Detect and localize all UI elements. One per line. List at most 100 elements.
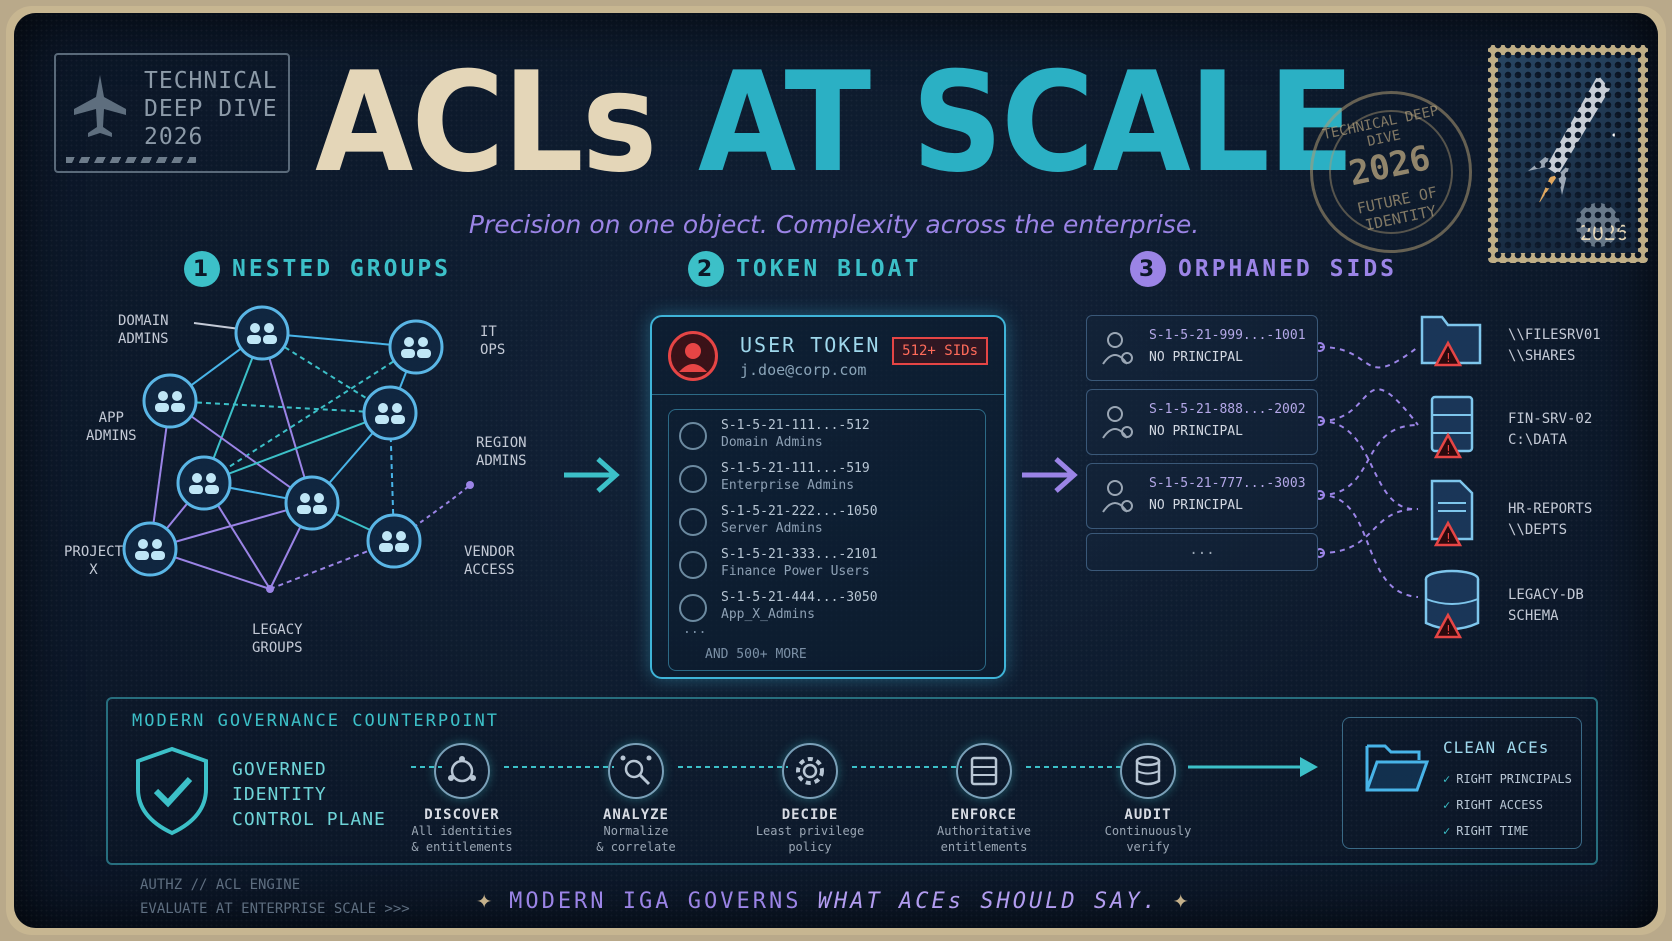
control-plane-line: IDENTITY	[232, 784, 327, 805]
user-unknown-icon	[1102, 480, 1133, 513]
resource-line: C:\DATA	[1508, 432, 1568, 448]
page-subtitle: Precision on one object. Complexity acro…	[468, 210, 1200, 239]
governance-title: MODERN GOVERNANCE COUNTERPOINT	[132, 711, 500, 731]
governance-panel: MODERN GOVERNANCE COUNTERPOINT GOVERNED …	[106, 697, 1598, 865]
step-decide: DECIDE Least privilege policy	[720, 743, 900, 855]
user-icon	[679, 594, 707, 622]
token-user: j.doe@corp.com	[740, 361, 867, 379]
footer-engine: AUTHZ // ACL ENGINE	[140, 877, 301, 893]
orphan-sid-row: S-1-5-21-777...-3003 NO PRINCIPAL	[1086, 463, 1318, 529]
user-unknown-icon	[1102, 406, 1133, 439]
user-icon	[679, 422, 707, 450]
title-at-scale: AT SCALE	[697, 42, 1355, 203]
user-token-panel: USER TOKEN j.doe@corp.com 512+ SIDs S-1-…	[650, 315, 1006, 679]
section-number-2: 2	[688, 251, 724, 287]
step-desc: entitlements	[940, 840, 1028, 854]
token-group: Server Admins	[721, 521, 823, 536]
resource-label: LEGACY-DB SCHEMA	[1508, 585, 1584, 627]
user-unknown-icon	[1102, 332, 1133, 365]
svg-text:!: !	[1446, 531, 1451, 545]
database-icon	[1120, 743, 1176, 799]
label-line: REGION	[476, 435, 527, 451]
svg-text:!: !	[1446, 623, 1451, 637]
label-project-x: PROJECT X	[64, 543, 123, 579]
token-more: AND 500+ MORE	[705, 647, 807, 662]
footer-motto: ✦ MODERN IGA GOVERNS WHAT ACEs SHOULD SAY…	[14, 885, 1654, 915]
step-title: AUDIT	[1124, 807, 1172, 823]
rocket-icon	[1516, 75, 1620, 247]
token-sid: S-1-5-21-222...-1050	[721, 504, 878, 519]
resource-line: \\FILESRV01	[1508, 327, 1601, 343]
folder-open-icon	[1365, 744, 1430, 792]
control-plane-line: GOVERNED	[232, 759, 327, 780]
badge-line-3: 2026	[144, 124, 204, 150]
label-line: ADMINS	[118, 331, 169, 347]
user-icon	[679, 551, 707, 579]
step-desc: Continuously	[1104, 824, 1192, 838]
badge-line-1: TECHNICAL	[144, 68, 278, 94]
label-vendor-access: VENDOR ACCESS	[464, 543, 515, 579]
resource-line: LEGACY-DB	[1508, 587, 1584, 603]
clean-aces-title: CLEAN ACEs	[1443, 738, 1550, 757]
orphan-sid: S-1-5-21-888...-2002	[1149, 402, 1306, 417]
orphan-sid-row: ...	[1086, 533, 1318, 571]
badge-line-2: DEEP DIVE	[144, 96, 278, 122]
label-line: ACCESS	[464, 562, 515, 578]
label-line: ADMINS	[86, 428, 137, 444]
sparkle-icon: ✦	[476, 885, 496, 915]
orphan-status: NO PRINCIPAL	[1149, 424, 1243, 439]
sids-count-badge: 512+ SIDs	[892, 337, 988, 365]
section-number-3: 3	[1130, 251, 1166, 287]
clean-item-label: RIGHT TIME	[1456, 824, 1529, 838]
check-icon: ✓	[1443, 824, 1451, 838]
orphan-sid: S-1-5-21-777...-3003	[1149, 476, 1306, 491]
pipeline-flow	[408, 757, 1318, 777]
step-desc: & entitlements	[411, 840, 513, 854]
token-group: Finance Power Users	[721, 564, 870, 579]
step-analyze: ANALYZE Normalize & correlate	[546, 743, 726, 855]
enforce-icon	[956, 743, 1012, 799]
orphan-ellipsis: ...	[1189, 542, 1215, 558]
label-line: OPS	[480, 342, 506, 358]
control-plane-line: CONTROL PLANE	[232, 809, 386, 830]
gear-icon	[782, 743, 838, 799]
user-avatar-icon	[668, 331, 718, 381]
resource-label: HR-REPORTS \\DEPTS	[1508, 499, 1592, 541]
label-line: ADMINS	[476, 453, 527, 469]
tech-badge: TECHNICAL DEEP DIVE 2026	[54, 53, 290, 173]
token-group: Enterprise Admins	[721, 478, 855, 493]
orphan-status: NO PRINCIPAL	[1149, 498, 1243, 513]
section-token-bloat: 2 TOKEN BLOAT	[688, 251, 921, 287]
folder-icon: !	[1420, 315, 1482, 367]
clean-item: ✓RIGHT ACCESS	[1443, 798, 1543, 812]
resource-line: SCHEMA	[1508, 608, 1559, 624]
sparkle-icon: ✦	[1172, 885, 1192, 915]
token-row: S-1-5-21-444...-3050 App_X_Admins	[669, 586, 985, 628]
clean-item: ✓ RIGHT TIME	[1443, 824, 1528, 838]
step-discover: DISCOVER All identities & entitlements	[372, 743, 552, 855]
label-region-admins: REGION ADMINS	[476, 434, 527, 470]
step-desc: verify	[1126, 840, 1170, 854]
postage-stamp: 2026	[1488, 45, 1648, 263]
token-row: S-1-5-21-111...-519 Enterprise Admins	[669, 457, 985, 499]
step-desc: Least privilege	[755, 824, 865, 838]
label-app-admins: APP ADMINS	[86, 409, 137, 445]
page-title: ACLs AT SCALE	[80, 53, 1589, 193]
svg-text:!: !	[1446, 351, 1451, 365]
svg-text:!: !	[1446, 443, 1451, 457]
motto-part-b: WHAT ACEs SHOULD SAY.	[817, 889, 1159, 914]
token-row: S-1-5-21-111...-512 Domain Admins	[669, 414, 985, 456]
label-domain-admins: DOMAIN ADMINS	[118, 312, 169, 348]
step-desc: & correlate	[596, 840, 676, 854]
token-sid: S-1-5-21-333...-2101	[721, 547, 878, 562]
section-label-2: TOKEN BLOAT	[736, 256, 922, 282]
clean-item: ✓RIGHT PRINCIPALS	[1443, 772, 1572, 786]
clean-item-label: RIGHT ACCESS	[1456, 798, 1543, 812]
arrow-right-icon	[1022, 457, 1078, 493]
step-title: DECIDE	[781, 807, 839, 823]
orphan-status: NO PRINCIPAL	[1149, 350, 1243, 365]
label-line: PROJECT	[64, 544, 124, 560]
step-title: ANALYZE	[602, 807, 669, 823]
motto-part-a: MODERN IGA GOVERNS	[509, 889, 818, 914]
clean-item-label: RIGHT PRINCIPALS	[1456, 772, 1572, 786]
